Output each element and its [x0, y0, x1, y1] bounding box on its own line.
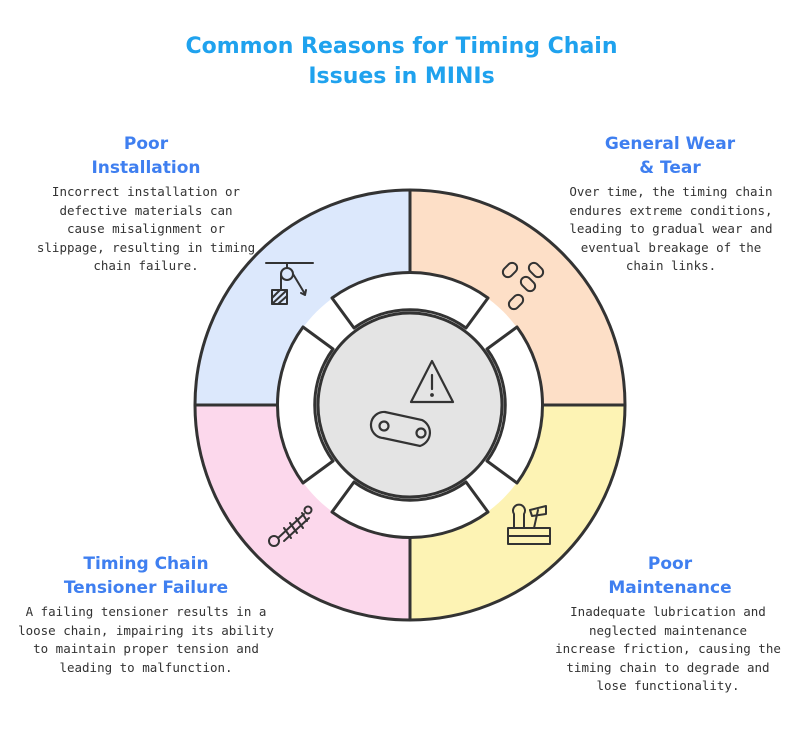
toolbox-icon: [507, 503, 551, 545]
description-line: slippage, resulting in timing: [36, 239, 256, 255]
description-line: neglected maintenance: [588, 622, 748, 638]
arc-segment-bottom: [330, 480, 490, 540]
heading-line: & Tear: [639, 158, 701, 178]
description-line: timing chain to degrade and: [566, 659, 770, 675]
heading-line: Tensioner Failure: [63, 578, 229, 598]
heading-poor-maintenance: Poor Maintenance: [575, 552, 765, 600]
description-line: Incorrect installation or: [51, 184, 241, 199]
warning-icon: [409, 359, 455, 404]
heading-line: General Wear: [604, 134, 736, 154]
title-line-1: Common Reasons for Timing Chain: [185, 34, 618, 59]
title-line-2: Issues in MINIs: [308, 64, 495, 89]
diagram-title: Common Reasons for Timing Chain Issues i…: [0, 32, 803, 92]
description-line: defective materials can: [59, 202, 233, 218]
description-poor-installation: Incorrect installation or defective mate…: [30, 183, 262, 276]
description-line: to maintain proper tension and: [33, 641, 259, 656]
chain-icon: [501, 261, 545, 311]
heading-line: Poor: [123, 134, 169, 154]
heading-tensioner-failure: Timing Chain Tensioner Failure: [30, 552, 262, 600]
description-line: eventual breakage of the: [580, 239, 762, 255]
description-line: Over time, the timing chain: [569, 184, 773, 199]
tensioner-icon: [268, 505, 313, 547]
center-hub: [316, 311, 504, 499]
description-general-wear: Over time, the timing chain endures extr…: [558, 183, 784, 276]
pulley-icon: [265, 262, 314, 305]
description-line: loose chain, impairing its ability: [18, 622, 274, 638]
description-line: chain links.: [625, 258, 717, 273]
description-line: lose functionality.: [596, 678, 740, 693]
description-line: Inadequate lubrication and: [570, 604, 766, 619]
arc-segment-right: [485, 325, 545, 485]
description-line: chain failure.: [93, 258, 199, 273]
heading-line: Poor: [647, 554, 693, 574]
description-line: endures extreme conditions,: [569, 202, 773, 218]
description-line: leading to malfunction.: [59, 659, 233, 675]
arc-segment-left: [275, 325, 335, 485]
heading-line: Maintenance: [608, 578, 732, 598]
description-line: A failing tensioner results in a: [25, 604, 267, 619]
description-line: increase friction, causing the: [555, 641, 781, 656]
chain-link-icon: [369, 410, 432, 448]
description-line: cause misalignment or: [66, 221, 226, 236]
heading-line: Timing Chain: [83, 554, 209, 574]
heading-line: Installation: [91, 158, 201, 178]
heading-general-wear: General Wear & Tear: [570, 132, 770, 180]
heading-poor-installation: Poor Installation: [58, 132, 234, 180]
description-poor-maintenance: Inadequate lubrication and neglected mai…: [548, 603, 788, 696]
description-tensioner-failure: A failing tensioner results in a loose c…: [16, 603, 276, 677]
description-line: leading to gradual wear and: [569, 221, 773, 236]
arc-segment-top: [330, 270, 490, 330]
